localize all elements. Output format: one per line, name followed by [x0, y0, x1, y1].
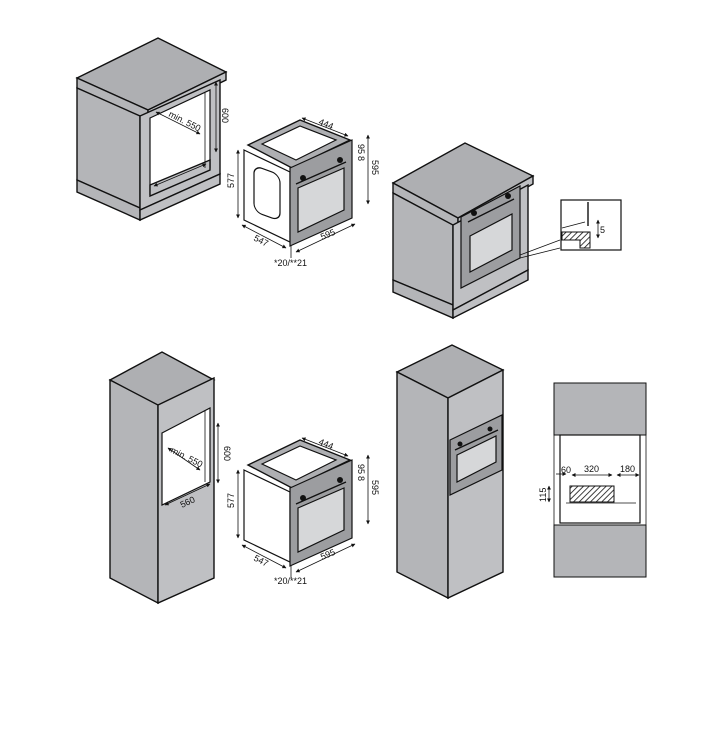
- panel-label-a: 95: [356, 144, 366, 154]
- side-height-label: 577: [226, 173, 236, 188]
- gap-detail-box: [560, 199, 622, 251]
- side-height-label-2: 577: [226, 493, 236, 508]
- panel-label-b: 8: [356, 156, 366, 161]
- oven-dimensions-diagram-top: 577 547 595 444 595 95 8 *20/**21: [226, 117, 380, 268]
- panel-label-b-2: 8: [356, 476, 366, 481]
- depth-label: 547: [252, 233, 270, 249]
- tall-cabinet-installed-diagram: [395, 344, 505, 600]
- front-offset-label: *20/**21: [274, 258, 307, 268]
- detail-gap-label: 5: [600, 225, 605, 235]
- oven-dimensions-diagram-bottom: 577 547 595 444 595 95 8 *20/**21: [226, 437, 380, 586]
- right-margin-label: 180: [620, 464, 635, 474]
- depth-label-2: 547: [252, 553, 270, 569]
- tall-cabinet-diagram: min. 550 600 560: [108, 351, 232, 605]
- tall-niche-height-label: 600: [222, 446, 232, 461]
- opening-height-label: 115: [538, 488, 548, 502]
- under-counter-installed-diagram: 5: [391, 142, 622, 320]
- left-margin-label: 60: [561, 465, 571, 475]
- panel-label-a-2: 95: [356, 464, 366, 474]
- niche-height-label: 600: [220, 108, 230, 123]
- opening-width-label: 320: [584, 464, 599, 474]
- front-offset-label-2: *20/**21: [274, 576, 307, 586]
- under-counter-cabinet-diagram: min. 550 600: [75, 37, 230, 222]
- ventilation-section-diagram: 60 320 180 115: [538, 382, 647, 578]
- height-label: 595: [370, 160, 380, 175]
- height-label-2: 595: [370, 480, 380, 495]
